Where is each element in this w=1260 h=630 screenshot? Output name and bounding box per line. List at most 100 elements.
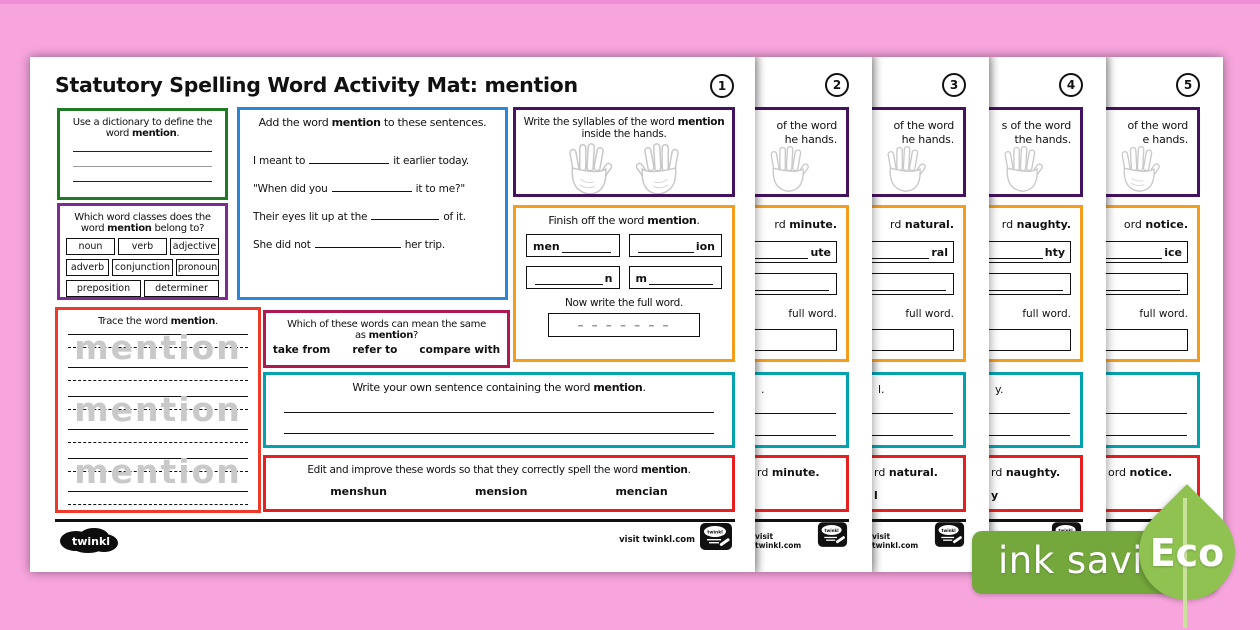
syllables-box: s of the word the hands.: [989, 107, 1083, 197]
box-prompt: Use a dictionary to define the word ment…: [72, 117, 213, 139]
visit-link: visit twinkl.com: [755, 532, 802, 550]
dictionary-box: Use a dictionary to define the word ment…: [57, 108, 228, 200]
svg-text:twinkl: twinkl: [1058, 528, 1073, 533]
edit-words-box: rd natural. l: [872, 455, 966, 512]
word-part-cell: hty: [989, 241, 1071, 263]
full-word-answer-box: –: [1106, 329, 1188, 351]
box-prompt: he hands.: [784, 133, 838, 146]
edit-words-box: Edit and improve these words so that the…: [263, 455, 735, 512]
word-class-cell: conjunction: [112, 259, 173, 276]
full-word-answer-box: –: [872, 329, 954, 351]
word-class-cell: noun: [66, 238, 115, 255]
eco-badge-label: Eco: [1149, 531, 1225, 575]
ghost-word: mention: [74, 390, 242, 429]
writing-line: [284, 412, 714, 413]
finish-word-box: rd naughty. hty full word. –: [989, 205, 1083, 362]
word-class-cell: adjective: [170, 238, 219, 255]
page-4[interactable]: 4 s of the word the hands. rd naughty. h…: [989, 57, 1106, 572]
writing-line: [755, 435, 836, 436]
edit-words-box: rd naughty. y: [989, 455, 1083, 512]
word-class-cell: pronoun: [175, 259, 219, 276]
word-part-cell: men: [526, 234, 620, 257]
sentences-box: Add the word mention to these sentences.…: [237, 107, 508, 300]
box-prompt: Write your own sentence containing the w…: [352, 381, 646, 394]
box-prompt: rd natural.: [890, 218, 954, 231]
leaf-stem: [1183, 498, 1187, 628]
hand-icon: [569, 143, 613, 194]
synonym-option: take from: [272, 344, 331, 356]
blank-line: [1106, 246, 1163, 259]
hand-icon: [1121, 145, 1160, 192]
page-2[interactable]: 2 of the word he hands. rd minute. ute f…: [755, 57, 872, 572]
box-prompt: s of the word: [1001, 119, 1072, 132]
page-5[interactable]: 5 of the word e hands. ord notice. ice f…: [1106, 57, 1223, 572]
misspelled-word: mension: [475, 485, 528, 498]
box-prompt: he hands.: [901, 133, 955, 146]
finish-word-box: rd natural. ral full word. –: [872, 205, 966, 362]
svg-text:twinkl: twinkl: [707, 530, 723, 536]
box-prompt: Which of these words can mean the same: [287, 319, 486, 330]
box-prompt: rd minute.: [757, 466, 820, 479]
ghost-word: mention: [74, 328, 242, 367]
word-class-cell: determiner: [144, 280, 219, 297]
blank-line: [755, 246, 809, 259]
word-part-cell: ice: [1106, 241, 1188, 263]
blank-line: [872, 246, 930, 259]
own-sentence-box: y.: [989, 372, 1083, 448]
box-prompt: ord notice.: [1108, 466, 1173, 479]
own-sentence-box: [1106, 372, 1200, 448]
blank-line: [331, 181, 412, 192]
footer-divider: [872, 519, 966, 522]
synonyms-box: Which of these words can mean the same a…: [263, 310, 510, 368]
misspelled-word: l: [874, 489, 878, 502]
own-sentence-box: Write your own sentence containing the w…: [263, 372, 735, 448]
full-word-answer-box: – – – – – – –: [548, 313, 700, 337]
hand-icon: [1004, 145, 1043, 192]
writing-line: [872, 413, 953, 414]
quality-badge-icon: twinkl: [934, 522, 965, 547]
blank-line: [989, 278, 1063, 291]
box-prompt: rd minute.: [774, 218, 837, 231]
writing-line: [989, 435, 1070, 436]
syllables-box: of the word he hands.: [872, 107, 966, 197]
hand-icon: [887, 145, 926, 192]
box-prompt: Trace the word mention.: [98, 316, 218, 327]
full-word-answer-box: –: [755, 329, 837, 351]
word-part-cell: ute: [755, 241, 837, 263]
blank-line: [872, 278, 946, 291]
page-1[interactable]: Statutory Spelling Word Activity Mat: me…: [30, 57, 755, 572]
syllables-box: of the word e hands.: [1106, 107, 1200, 197]
word-class-cell: preposition: [66, 280, 141, 297]
writing-line: [73, 151, 212, 152]
word-part-cell: m: [628, 266, 722, 289]
trace-row: mention: [68, 328, 248, 390]
word-class-cell: verb: [118, 238, 167, 255]
edit-words-box: rd minute.: [755, 455, 849, 512]
misspelled-word: menshun: [330, 485, 387, 498]
blank-line: [535, 272, 603, 285]
syllables-box: of the word he hands.: [755, 107, 849, 197]
blank-line: [371, 209, 440, 220]
box-prompt: Now write the full word.: [565, 297, 683, 309]
visit-link: visit twinkl.com: [619, 535, 695, 545]
twinkl-logo: twinkl: [60, 528, 118, 553]
writing-line: [872, 435, 953, 436]
box-prompt: e hands.: [1142, 133, 1188, 146]
trace-box: Trace the word mention. mention mention …: [55, 307, 261, 513]
page-3[interactable]: 3 of the word he hands. rd natural. ral …: [872, 57, 989, 572]
blank-line: [314, 237, 401, 248]
blank-line: [648, 272, 713, 285]
footer-divider: [55, 519, 735, 522]
syllables-box: Write the syllables of the word mention …: [513, 107, 735, 197]
page-number-badge: 3: [942, 73, 966, 97]
writing-line: [73, 166, 212, 167]
ghost-word: mention: [74, 452, 242, 491]
box-prompt: of the word: [893, 119, 955, 132]
box-prompt: y.: [995, 383, 1004, 396]
blank-line: [1106, 278, 1180, 291]
box-prompt: Which word classes does the word mention…: [74, 212, 211, 234]
